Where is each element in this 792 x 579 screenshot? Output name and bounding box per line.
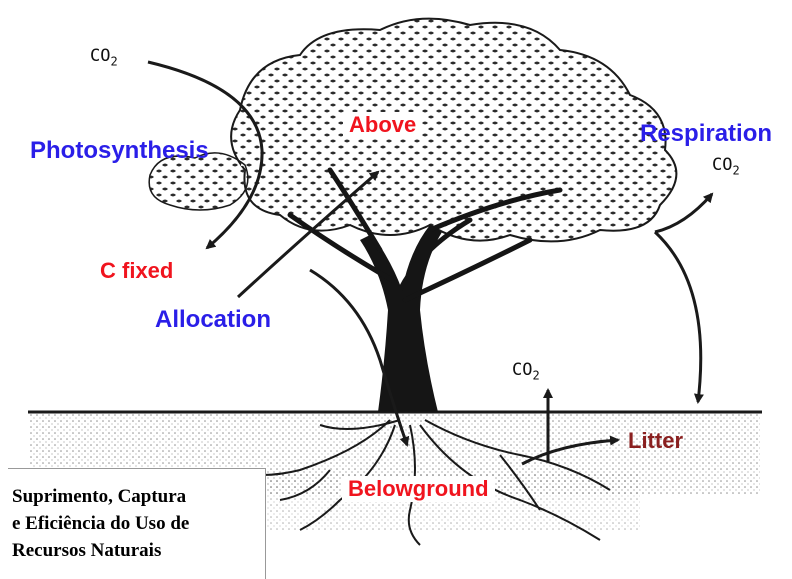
co2-soil-label: CO2: [512, 360, 540, 382]
belowground-label: Belowground: [342, 476, 495, 502]
caption-box: Suprimento, Captura e Eficiência do Uso …: [8, 468, 266, 579]
c-fixed-label: C fixed: [100, 258, 173, 284]
above-label: Above: [343, 112, 422, 138]
litter-label: Litter: [628, 428, 683, 454]
co2-top-label: CO2: [90, 46, 118, 68]
co2-right-label: CO2: [712, 155, 740, 177]
allocation-label: Allocation: [155, 306, 271, 334]
litter-arrow: [655, 232, 701, 402]
caption-line-3: Recursos Naturais: [12, 537, 265, 564]
photosynthesis-label: Photosynthesis: [30, 137, 209, 165]
respiration-label: Respiration: [640, 120, 772, 148]
caption-line-1: Suprimento, Captura: [12, 483, 265, 510]
caption-line-2: e Eficiência do Uso de: [12, 510, 265, 537]
